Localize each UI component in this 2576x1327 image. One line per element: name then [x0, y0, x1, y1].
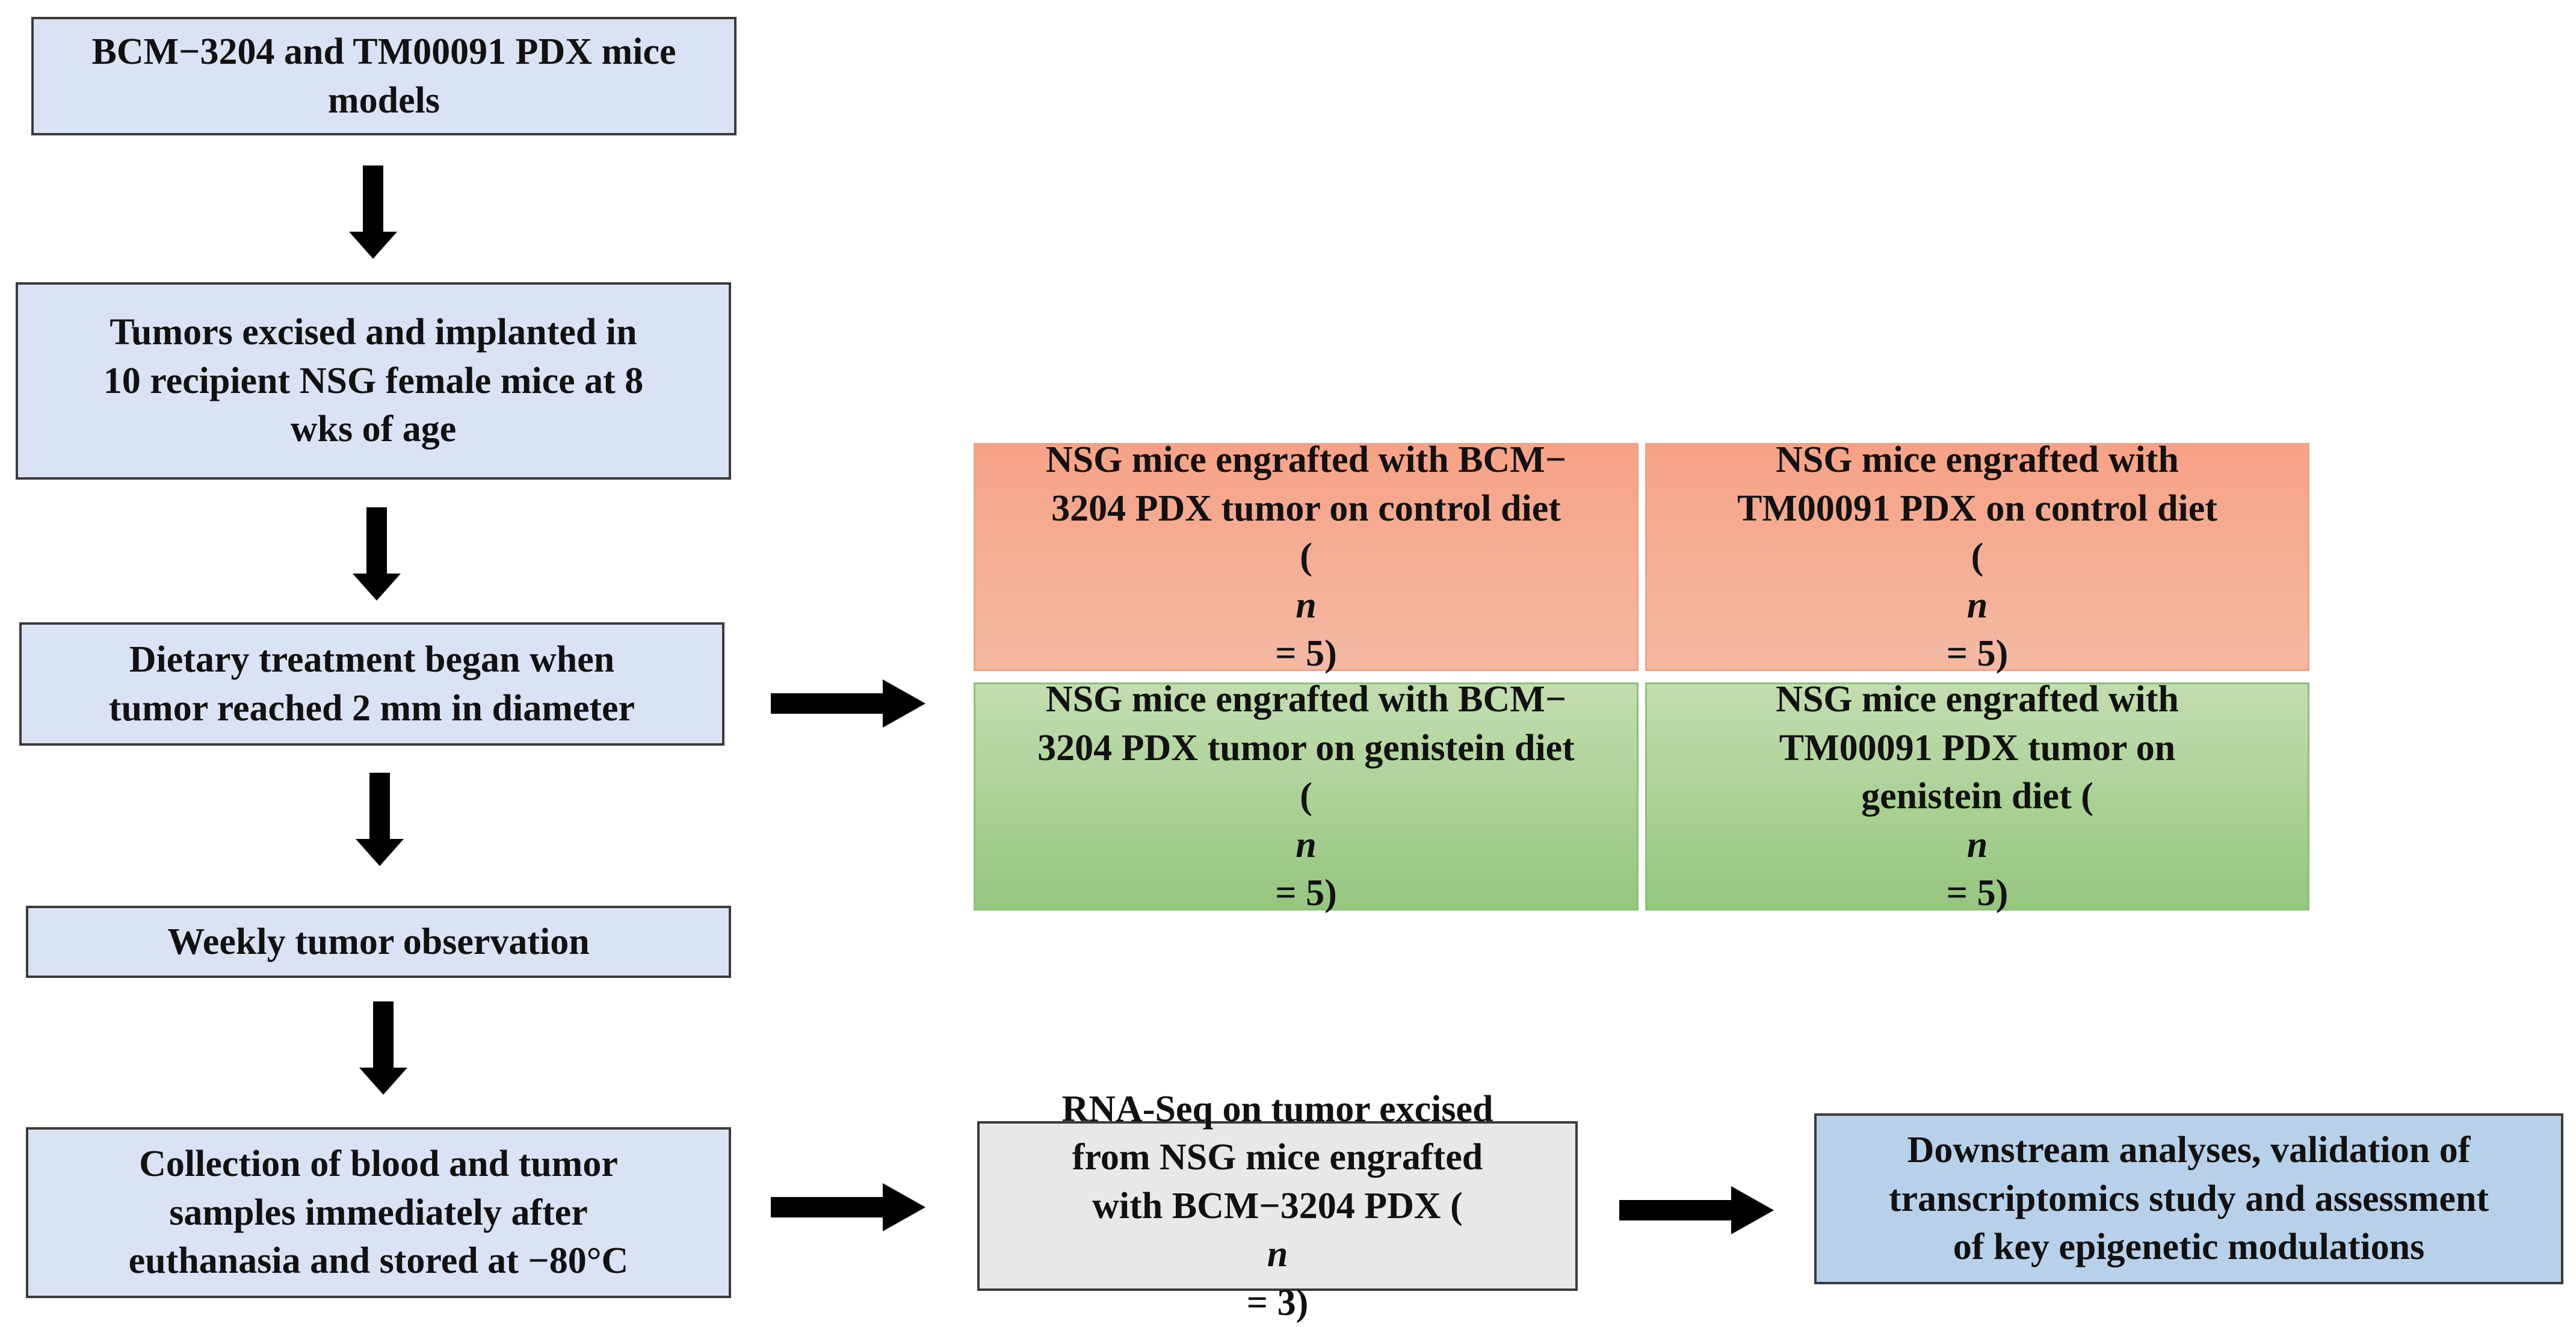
step-tumor-implant: Tumors excised and implanted in 10 recip… [16, 282, 731, 480]
rnaseq-box: RNA-Seq on tumor excised from NSG mice e… [977, 1089, 1578, 1323]
group-text: NSG mice engrafted with BCM− [1045, 679, 1567, 720]
group-text: 3204 PDX tumor on control diet [1051, 487, 1561, 529]
arrow-right [1619, 1186, 1774, 1234]
step-text: tumor reached 2 mm in diameter [108, 687, 635, 729]
group-sample-size: (n = 5) [1275, 536, 1337, 675]
step-text: Tumors excised and implanted in [110, 312, 637, 353]
step-dietary-treatment: Dietary treatment began when tumor reach… [19, 622, 724, 746]
step-weekly-observation: Weekly tumor observation [26, 906, 731, 978]
group-bcm-genistein: NSG mice engrafted with BCM− 3204 PDX tu… [974, 679, 1639, 914]
group-sample-size: (n = 5) [1275, 776, 1337, 914]
downstream-text: Downstream analyses, validation of [1907, 1130, 2471, 1171]
group-tm-control: NSG mice engrafted with TM00091 PDX on c… [1645, 439, 2309, 674]
group-text: NSG mice engrafted with [1776, 439, 2179, 481]
step-text: BCM−3204 and TM00091 PDX mice [91, 31, 676, 72]
step-text: samples immediately after [169, 1192, 588, 1233]
arrow-down [349, 165, 397, 259]
arrow-down [356, 773, 404, 866]
rnaseq-text: RNA-Seq on tumor excised [1061, 1088, 1493, 1130]
arrow-right [771, 1183, 925, 1231]
group-text: TM00091 PDX tumor on [1779, 727, 2176, 769]
step-text: Collection of blood and tumor [139, 1143, 618, 1185]
step-text: wks of age [290, 409, 457, 450]
arrow-right [771, 679, 925, 728]
group-sample-size: (n = 5) [1946, 536, 2009, 675]
group-text: NSG mice engrafted with BCM− [1045, 439, 1567, 481]
group-text: 3204 PDX tumor on genistein diet [1037, 727, 1575, 769]
rnaseq-sample-size: with BCM−3204 PDX (n = 3) [1092, 1185, 1463, 1323]
arrow-down [359, 1001, 407, 1095]
group-bcm-control: NSG mice engrafted with BCM− 3204 PDX tu… [974, 439, 1639, 674]
group-text: NSG mice engrafted with [1776, 679, 2179, 720]
step-text: models [328, 79, 440, 121]
rnaseq-text: from NSG mice engrafted [1072, 1137, 1483, 1178]
arrow-down [353, 507, 401, 601]
step-text: euthanasia and stored at −80°C [128, 1240, 629, 1282]
downstream-text: transcriptomics study and assessment [1888, 1178, 2489, 1219]
group-tm-genistein: NSG mice engrafted with TM00091 PDX tumo… [1645, 679, 2309, 914]
step-pdx-models: BCM−3204 and TM00091 PDX mice models [31, 17, 737, 135]
group-sample-size: genistein diet (n = 5) [1861, 776, 2093, 914]
step-text: Dietary treatment began when [129, 639, 615, 680]
step-sample-collection: Collection of blood and tumor samples im… [26, 1127, 731, 1298]
downstream-text: of key epigenetic modulations [1953, 1226, 2425, 1268]
step-text: Weekly tumor observation [167, 921, 590, 962]
step-text: 10 recipient NSG female mice at 8 [103, 360, 644, 401]
downstream-analyses-box: Downstream analyses, validation of trans… [1814, 1113, 2563, 1284]
group-text: TM00091 PDX on control diet [1737, 487, 2217, 529]
